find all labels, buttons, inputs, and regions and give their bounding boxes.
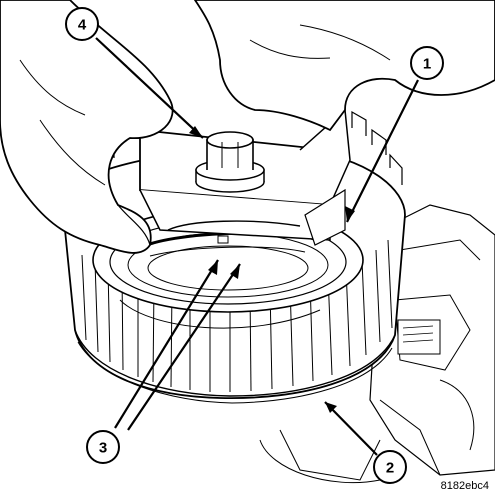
leader-2 [324, 401, 378, 456]
leader-3a [114, 259, 219, 429]
callout-3-label: 3 [99, 440, 107, 457]
arrow-heads [189, 126, 355, 413]
callout-2-label: 2 [386, 460, 394, 477]
tool-bolt [195, 131, 265, 193]
callout-4-label: 4 [78, 17, 87, 34]
background-housing [259, 204, 495, 484]
arrowhead-3a [208, 260, 218, 275]
callout-4: 4 [65, 7, 99, 41]
figure-code: 8182ebc4 [440, 480, 489, 492]
arrowhead-3b [230, 264, 240, 279]
callout-1: 1 [410, 46, 444, 80]
arrowhead-2 [325, 402, 337, 413]
callout-1-label: 1 [423, 56, 431, 73]
callout-2: 2 [373, 450, 407, 484]
left-hand [0, 0, 174, 254]
leader-1 [346, 79, 419, 223]
leader-3b [127, 263, 241, 431]
arrowhead-4 [189, 126, 203, 138]
arrowhead-1 [345, 206, 355, 222]
callout-3: 3 [86, 430, 120, 464]
right-hand [193, 0, 495, 132]
leader-lines [95, 37, 419, 456]
leader-4 [95, 37, 204, 139]
